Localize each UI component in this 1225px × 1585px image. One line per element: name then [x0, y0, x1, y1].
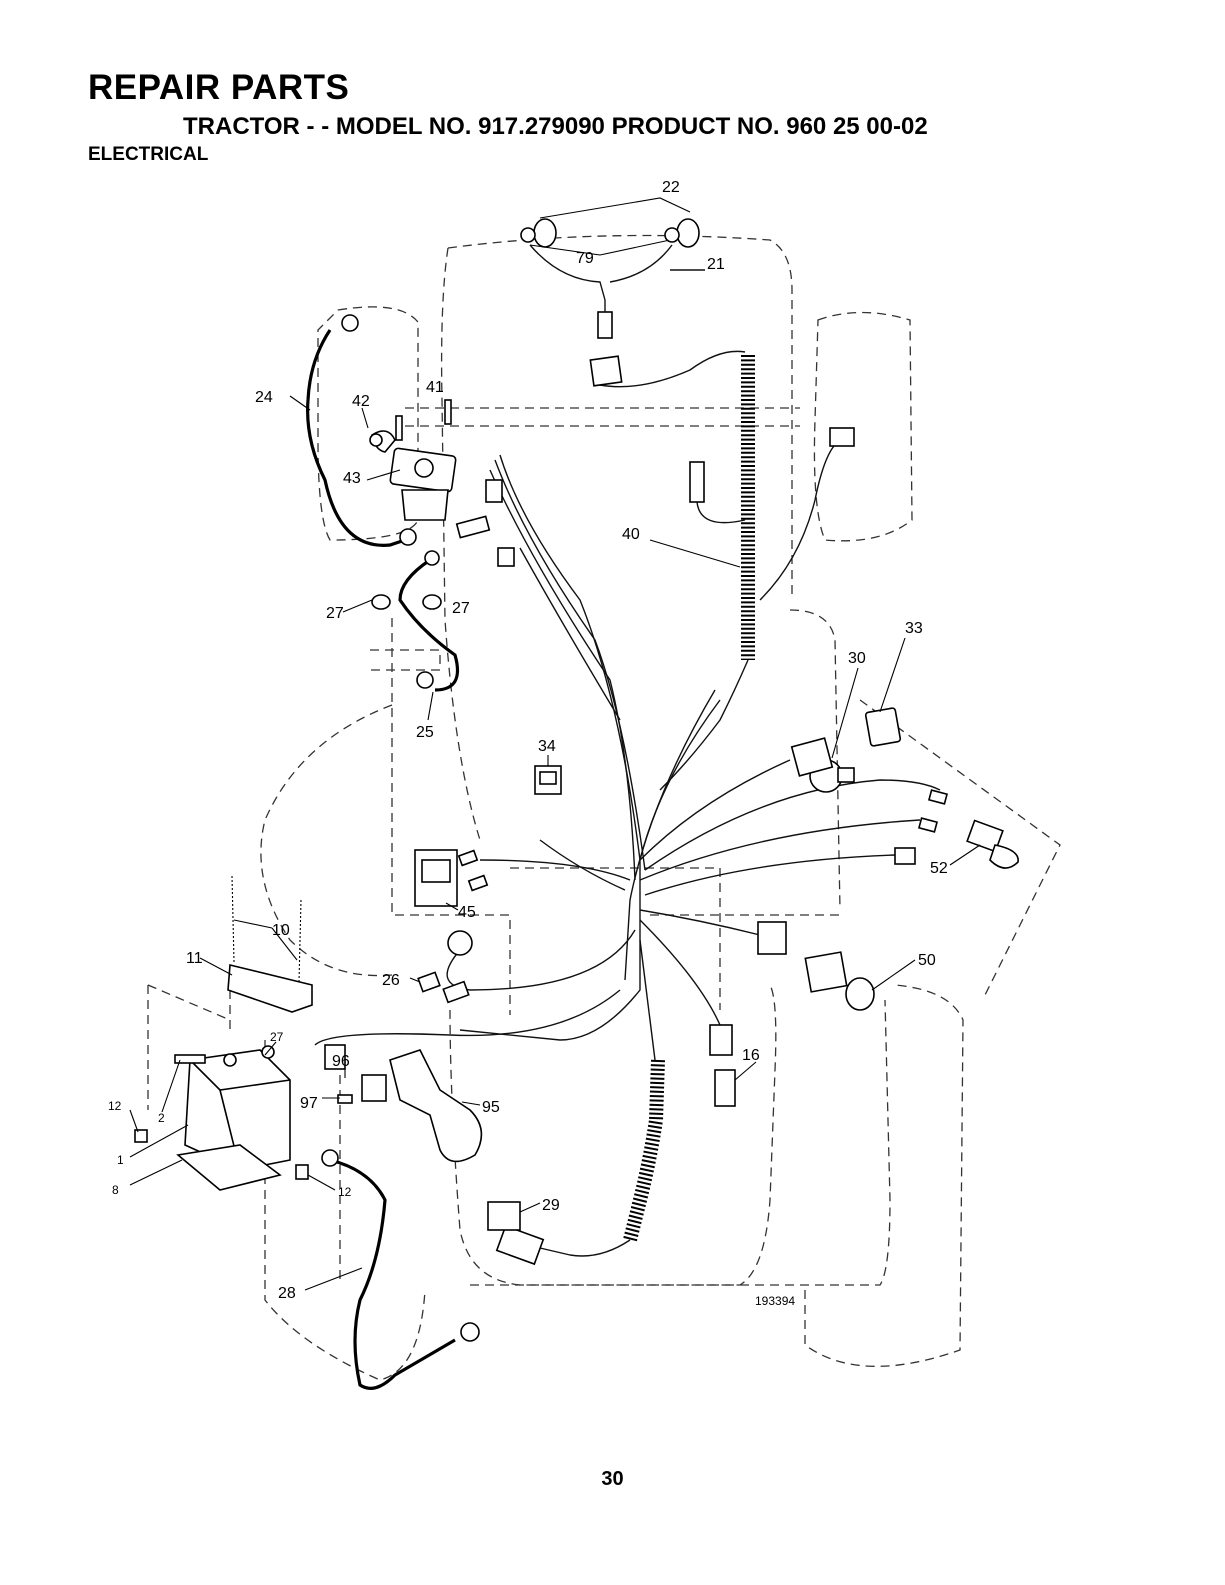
callout-1: 1	[117, 1153, 124, 1167]
callout-96: 96	[332, 1053, 350, 1070]
starter-solenoid	[370, 400, 456, 520]
page-number: 30	[0, 1468, 1225, 1491]
callout-27-battery: 27	[270, 1030, 284, 1044]
callout-79: 79	[576, 250, 594, 267]
switches-and-connectors	[415, 708, 1018, 955]
callout-22: 22	[662, 179, 680, 196]
callout-28: 28	[278, 1285, 296, 1302]
callout-97: 97	[300, 1095, 318, 1112]
callout-2: 2	[158, 1111, 165, 1125]
callout-25: 25	[416, 724, 434, 741]
callout-52: 52	[930, 860, 948, 877]
callout-12-left: 12	[108, 1099, 122, 1113]
headlight-assembly	[521, 198, 705, 338]
diagram-reference-number: 193394	[755, 1294, 795, 1308]
tractor-outline	[148, 236, 1060, 1381]
rear-components	[322, 952, 874, 1388]
callout-43: 43	[343, 470, 361, 487]
callout-27-left: 27	[326, 605, 344, 622]
callout-10: 10	[272, 922, 290, 939]
wire-harness-40	[590, 351, 854, 790]
callout-50: 50	[918, 952, 936, 969]
callout-21: 21	[707, 256, 725, 273]
callout-11: 11	[186, 950, 203, 967]
callout-40: 40	[622, 526, 640, 543]
callout-42: 42	[352, 393, 370, 410]
callout-95: 95	[482, 1099, 500, 1116]
callout-12-right: 12	[338, 1185, 352, 1199]
callout-29: 29	[542, 1197, 560, 1214]
callout-16: 16	[742, 1047, 760, 1064]
callout-30: 30	[848, 650, 866, 667]
callout-27-right: 27	[452, 600, 470, 617]
callout-26: 26	[382, 972, 400, 989]
callout-34: 34	[538, 738, 556, 755]
callout-8: 8	[112, 1183, 119, 1197]
callout-33: 33	[905, 620, 923, 637]
callout-41: 41	[426, 379, 444, 396]
callout-45: 45	[458, 904, 476, 921]
callout-24: 24	[255, 389, 273, 406]
